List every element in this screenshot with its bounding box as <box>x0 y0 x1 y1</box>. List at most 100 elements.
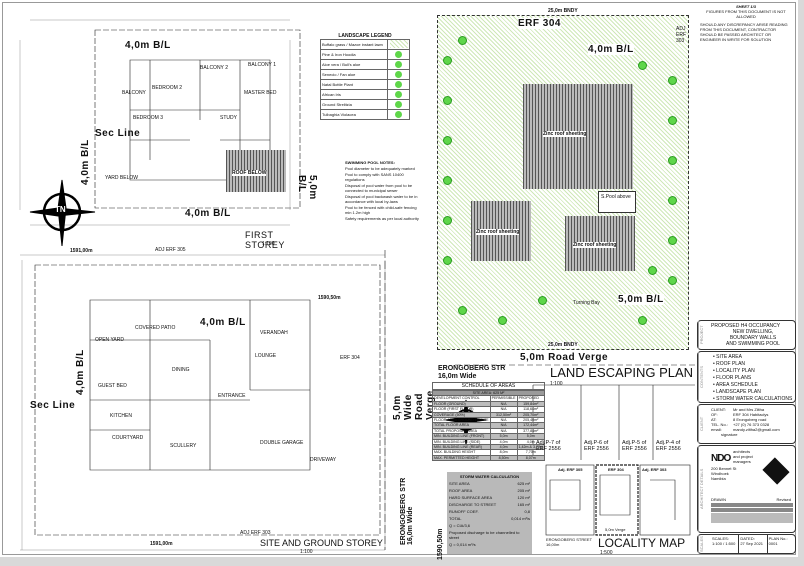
stormwater-label: ROOF AREA <box>449 488 473 493</box>
contents-item: • SITE AREA <box>713 354 742 360</box>
contents-item: • ROOF PLAN <box>713 361 746 367</box>
legend-title: LANDSCAPE LEGEND <box>338 33 392 39</box>
landscape-title: LAND ESCAPING PLAN <box>550 365 694 380</box>
bndy-top: 25,0m BNDY <box>548 8 578 14</box>
client-row: email:mandy.ziltha2@gmail.com <box>711 427 795 432</box>
locality-scale: 1:500 <box>600 550 613 556</box>
project-line: AND SWIMMING POOL <box>726 341 780 347</box>
sheet-border <box>2 2 796 555</box>
legend-row: Natal Bottle Plant <box>320 79 410 90</box>
street-name: ERONGOBERG STR <box>438 365 506 372</box>
tree-icon <box>668 76 677 85</box>
room-label: GUEST BED <box>98 383 127 389</box>
schedule-cell: MIN. BUILDING LINE (REAR) <box>432 444 491 451</box>
adj-bottom: ADJ ERF 303 <box>240 530 271 536</box>
legend-label: African Iris <box>320 89 388 100</box>
schedule-cell: FLOOR AREA GROUND TO SITE <box>432 416 491 424</box>
tree-icon <box>443 56 452 65</box>
stormwater-label: DISCHARGE TO STREET <box>449 502 497 507</box>
tree-icon <box>668 196 677 205</box>
legend-label: Ground Strelitzia <box>320 99 388 110</box>
street-width: 16,0m Wide <box>407 506 414 545</box>
pool-note: Pool diameter to be adequately marked <box>345 166 415 171</box>
room-label: MASTER BED <box>244 90 277 96</box>
scales-value: 1:100 / 1:500 <box>712 541 736 546</box>
plant-icon <box>395 80 402 88</box>
adjacent-lot-label: Adj.P-4 of <box>656 440 681 446</box>
contents-item: • STORM WATER CALCULATIONS <box>713 396 793 402</box>
bl-bottom: 4,0m B/L <box>185 208 231 219</box>
project-line: BOUNDARY WALLS <box>729 335 777 341</box>
address-line: 200 Bennet St <box>711 466 737 471</box>
bl-bottom: 5,0m B/L <box>618 294 664 305</box>
client-value: ERF 304 Habitaclys <box>733 412 769 417</box>
tree-icon <box>638 316 647 325</box>
tab-label: SCALES <box>698 535 708 553</box>
adjacent-lot-erf: ERF 2556 <box>536 446 561 452</box>
stormwater-label: RUNOFF COEF. <box>449 509 479 514</box>
bl-top: 4,0m B/L <box>125 40 171 51</box>
adjacent-lot-label: Adj.P-5 of <box>622 440 647 446</box>
address-line: Namibia <box>711 476 726 481</box>
stormwater-value: 0,8 <box>524 509 530 514</box>
roof-label: Zinc roof sheeting <box>573 242 617 248</box>
tree-icon <box>668 276 677 285</box>
client-row: CLIENT:Mr and Mrs Ziltha <box>711 407 795 412</box>
firm-sub-line: managers <box>733 459 751 464</box>
tree-icon <box>668 116 677 125</box>
pool-note: Safety requirements as per local authori… <box>345 216 419 221</box>
tab-label: CONTENTS <box>698 352 708 402</box>
tab-label: CLIENT <box>698 405 708 443</box>
north-label: TN <box>55 205 66 214</box>
legend-swatch <box>387 49 410 60</box>
adjacent-lot-erf: ERF 2556 <box>622 446 647 452</box>
sheet-note: FIGURES FROM THIS DOCUMENT IS NOT ALLOWE… <box>706 9 786 19</box>
plant-icon <box>395 60 402 68</box>
first-storey-title: FIRST STOREY <box>245 230 285 250</box>
bndy-bottom: 25,0m BNDY <box>548 342 578 348</box>
schedule-cell: 8,07m <box>516 454 545 462</box>
stormwater-title: STORM WATER CALCULATION <box>459 474 520 479</box>
schedule-cell: MAX. PERMITTED HEIGHT <box>432 454 491 462</box>
plant-icon <box>395 90 402 98</box>
tree-icon <box>498 316 507 325</box>
stormwater-value: 0,014 m³/s <box>511 516 530 521</box>
roof-label: Zinc roof sheeting <box>543 131 587 137</box>
room-label: OPEN YARD <box>95 337 124 343</box>
bl-left: 4,0m B/L <box>80 139 91 185</box>
firm-logo: NDO <box>711 453 731 464</box>
bl-left: 4,0m B/L <box>75 349 86 395</box>
plant-icon <box>395 70 402 78</box>
ground-storey-scale: 1:100 <box>300 549 313 555</box>
legend-label: Aloe vera / Bull's aloe <box>320 59 388 70</box>
right-scrollbar[interactable] <box>798 0 804 566</box>
date-header: DATED: <box>740 536 755 541</box>
client-row: TEL. No.:+27 (0) 76 373 0328 <box>711 422 795 427</box>
tree-icon <box>668 236 677 245</box>
schedule-cell: 8,50m <box>489 454 518 462</box>
plan-no-header: PLAN No.: <box>768 536 788 541</box>
firm-sub-line: architects <box>733 449 751 454</box>
firm-sub-line: and project <box>733 454 753 459</box>
room-label: LOUNGE <box>255 353 277 359</box>
client-row: OF:ERF 304 Habitaclys <box>711 412 795 417</box>
client-row: AT:8 Erongoberg road <box>711 417 795 422</box>
pool-note: Disposal of pool backwash water to be in… <box>345 194 418 204</box>
schedule-cell: MIN. BUILDING LINE (FRONT) <box>432 433 491 440</box>
ground-storey-plan: 1591,00m ADJ ERF 305 4,0m B/L 1590,50m 5… <box>0 245 436 557</box>
legend-row: Ground Strelitzia <box>320 99 410 110</box>
schedule-cell: 5,0m <box>516 433 545 440</box>
room-label: BALCONY <box>122 90 146 96</box>
adjacent-lot-erf: ERF 2556 <box>584 446 609 452</box>
